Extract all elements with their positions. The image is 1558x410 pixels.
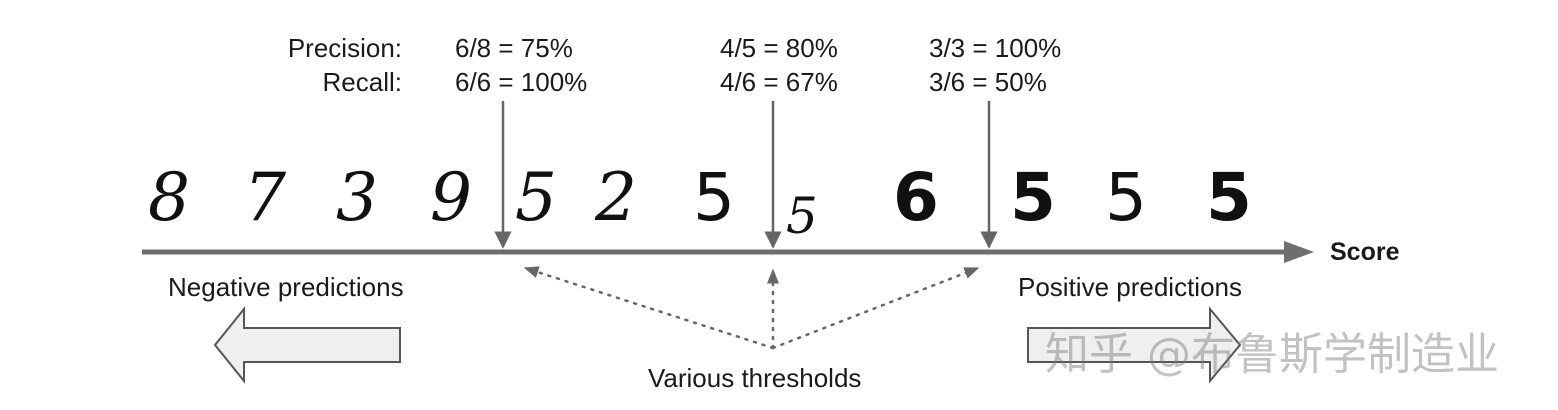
dotted-arrow-left <box>523 266 775 350</box>
positive-predictions-label: Positive predictions <box>1018 272 1242 302</box>
digit-image: 7 <box>244 159 286 236</box>
score-axis-arrowhead <box>1284 241 1314 263</box>
precision-row-label: Precision: <box>287 33 402 63</box>
various-thresholds-label: Various thresholds <box>648 363 862 393</box>
threshold-3-precision: 3/3 = 100% <box>929 33 1062 63</box>
digit-image: 5 <box>1010 159 1056 236</box>
negative-predictions-label: Negative predictions <box>168 272 404 302</box>
digit-image: 6 <box>893 159 939 236</box>
digit-image: 3 <box>336 159 378 236</box>
threshold-3-recall: 3/6 = 50% <box>929 67 1047 97</box>
negative-block-arrow <box>213 306 401 384</box>
threshold-2-recall: 4/6 = 67% <box>720 67 838 97</box>
digit-image: 5 <box>786 187 818 245</box>
digit-image: 5 <box>1105 159 1147 236</box>
digit-image: 9 <box>430 159 472 236</box>
digit-image: 5 <box>693 159 735 236</box>
threshold-1-precision: 6/8 = 75% <box>455 33 573 63</box>
digit-image: 5 <box>515 159 557 236</box>
threshold-1-recall: 6/6 = 100% <box>455 67 588 97</box>
recall-row-label: Recall: <box>322 67 402 97</box>
positive-block-arrow <box>1027 306 1242 384</box>
dotted-arrow-right <box>771 266 980 350</box>
digit-image: 8 <box>148 159 190 236</box>
watermark: 知乎 @布鲁斯学制造业 <box>1045 329 1499 380</box>
digit-image: 5 <box>1206 159 1252 236</box>
score-axis-label: Score <box>1330 238 1400 266</box>
digit-image: 2 <box>595 159 637 236</box>
threshold-2-precision: 4/5 = 80% <box>720 33 838 63</box>
